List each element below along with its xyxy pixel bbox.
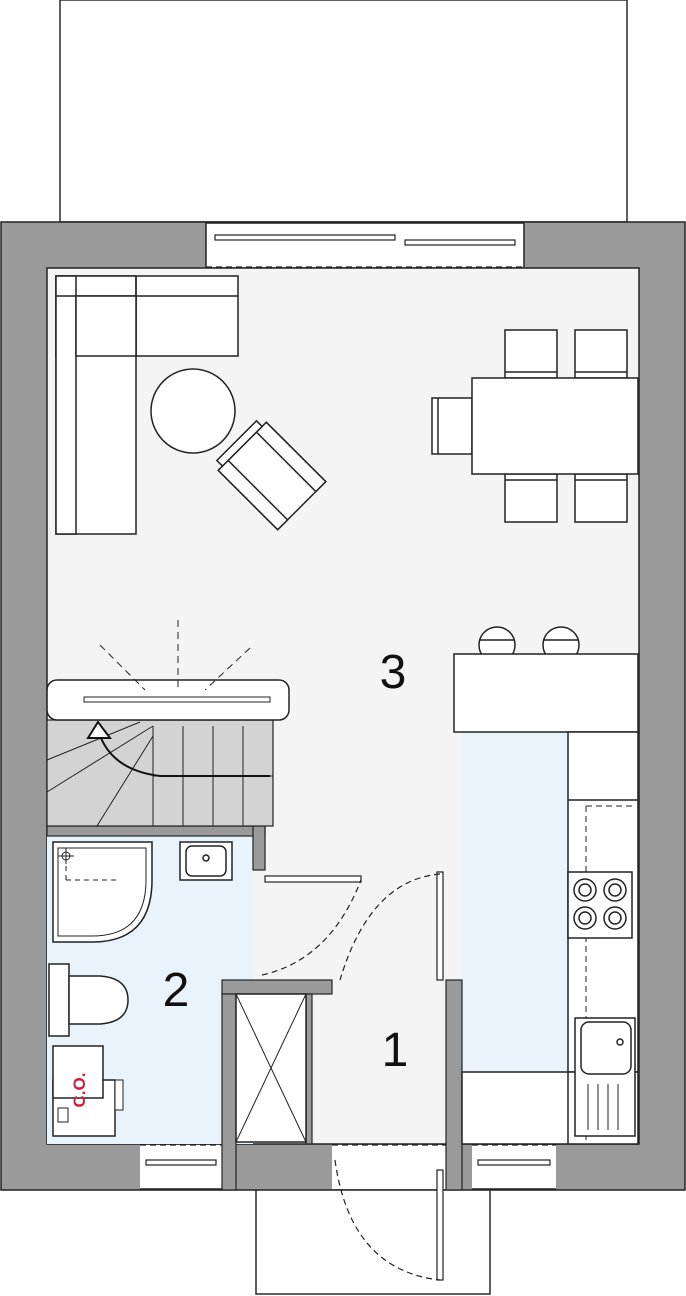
bathroom-door [261,875,362,976]
bathroom-window [140,1144,222,1190]
corner-sofa [55,275,239,535]
room-number-2: 2 [163,964,190,1017]
entrance-door [332,1144,446,1281]
living-door [339,871,444,981]
dining-set [431,329,639,523]
kitchen-sink [574,1017,636,1137]
shower [52,841,153,943]
staircase [46,620,290,827]
boiler: C.O. [52,1045,124,1137]
room-number-3: 3 [380,646,407,699]
washbasin [179,841,233,881]
entrance-step [255,1187,491,1295]
toilet [48,963,129,1037]
rear-terrace [59,0,628,223]
boiler-label: C.O. [70,1073,89,1108]
wardrobe [235,993,307,1143]
kitchen-floor [462,732,568,1072]
room-number-1: 1 [382,1024,409,1077]
bar-counter [453,626,639,733]
rear-window [205,222,525,268]
coffee-table [150,368,236,454]
armchair [215,419,327,531]
cooktop [567,871,633,939]
kitchen-window [472,1144,556,1190]
